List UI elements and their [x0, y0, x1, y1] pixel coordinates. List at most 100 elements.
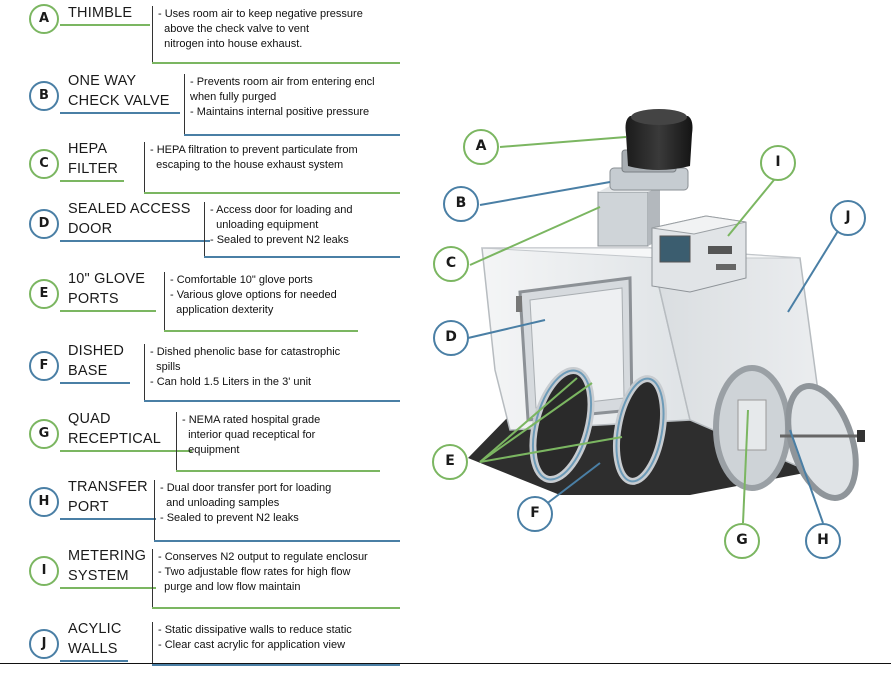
- callout-i: I: [760, 145, 796, 181]
- legend-description-line: - Static dissipative walls to reduce sta…: [158, 624, 352, 636]
- glovebox-illustration: [467, 109, 865, 524]
- legend-divider: [144, 142, 146, 192]
- legend-description-rule: [154, 540, 400, 542]
- legend-underline: [60, 587, 156, 589]
- legend-description-line: application dexterity: [170, 304, 274, 316]
- legend-description-rule: [152, 62, 400, 64]
- legend-title-line: FILTER: [68, 161, 119, 177]
- legend-divider: [184, 74, 186, 134]
- legend-description-rule: [144, 192, 400, 194]
- legend-divider: [204, 202, 206, 256]
- legend-description-line: - Maintains internal positive pressure: [190, 106, 370, 118]
- legend-description-line: - Prevents room air from entering encl: [190, 76, 375, 88]
- legend-badge: D: [29, 209, 59, 239]
- legend-divider: [152, 622, 154, 664]
- legend-description-rule: [144, 400, 400, 402]
- legend-title-line: ACYLIC: [68, 621, 122, 637]
- legend-description-line: - NEMA rated hospital grade: [182, 414, 321, 426]
- legend-description-line: - Dished phenolic base for catastrophic: [150, 346, 341, 358]
- leader-lines: [467, 136, 847, 524]
- legend-item-f: F DISHED BASE - Dished phenolic base for ca…: [0, 342, 400, 408]
- legend-underline: [60, 240, 210, 242]
- legend-underline: [60, 310, 156, 312]
- callout-a: A: [463, 129, 499, 165]
- callout-c: C: [433, 246, 469, 282]
- legend-title-line: CHECK VALVE: [68, 93, 170, 109]
- legend-badge: J: [29, 629, 59, 659]
- callout-j: J: [830, 200, 866, 236]
- legend-title-line: DOOR: [68, 221, 113, 237]
- legend-underline: [60, 24, 150, 26]
- legend-title-line: RECEPTICAL: [68, 431, 162, 447]
- legend-description-line: interior quad receptical for: [182, 429, 316, 441]
- legend-description-line: - Dual door transfer port for loading: [160, 482, 332, 494]
- legend-badge: B: [29, 81, 59, 111]
- legend-description-line: spills: [150, 361, 181, 373]
- legend-description-line: nitrogen into house exhaust.: [158, 38, 303, 50]
- legend-divider: [152, 549, 154, 607]
- glove-ports: [529, 366, 667, 485]
- legend-title-line: PORT: [68, 499, 109, 515]
- legend-title-line: SEALED ACCESS: [68, 201, 191, 217]
- legend-badge: C: [29, 149, 59, 179]
- legend-description-line: equipment: [182, 444, 240, 456]
- legend-description-line: - Can hold 1.5 Liters in the 3' unit: [150, 376, 312, 388]
- legend-description-rule: [176, 470, 380, 472]
- legend-title-line: BASE: [68, 363, 108, 379]
- callout-d: D: [433, 320, 469, 356]
- legend-divider: [144, 344, 146, 400]
- legend-title-line: HEPA: [68, 141, 108, 157]
- legend-description-rule: [164, 330, 358, 332]
- legend-badge: G: [29, 419, 59, 449]
- legend-description-rule: [184, 134, 400, 136]
- legend-description-line: unloading equipment: [210, 219, 319, 231]
- exhaust-assembly: [597, 109, 693, 247]
- legend-item-j: J ACYLIC WALLS - Static dissipative walls t…: [0, 620, 400, 686]
- legend-description-line: escaping to the house exhaust system: [150, 159, 344, 171]
- legend-title-line: METERING: [68, 548, 147, 564]
- legend-badge: I: [29, 556, 59, 586]
- legend-description-line: above the check valve to vent: [158, 23, 310, 35]
- legend-description-line: purge and low flow maintain: [158, 581, 301, 593]
- legend-title-line: DISHED: [68, 343, 124, 359]
- legend-title-line: SYSTEM: [68, 568, 129, 584]
- legend-badge: E: [29, 279, 59, 309]
- legend-description-line: - Sealed to prevent N2 leaks: [160, 512, 299, 524]
- legend-underline: [60, 112, 180, 114]
- legend-underline: [60, 382, 130, 384]
- legend-underline: [60, 180, 124, 182]
- legend-title-line: WALLS: [68, 641, 118, 657]
- legend-underline: [60, 660, 128, 662]
- legend-description-rule: [152, 607, 400, 609]
- legend-description-line: - Various glove options for needed: [170, 289, 337, 301]
- glovebox-diagram: A THIMBLE - Uses room air to keep negative…: [0, 4, 891, 666]
- legend-description-line: - Conserves N2 output to regulate enclos…: [158, 551, 368, 563]
- legend-description-rule: [152, 664, 400, 666]
- legend-title-line: PORTS: [68, 291, 119, 307]
- legend-description-line: - Two adjustable flow rates for high flo…: [158, 566, 351, 578]
- legend-divider: [176, 412, 178, 470]
- legend-title-line: TRANSFER: [68, 479, 148, 495]
- callout-e: E: [432, 444, 468, 480]
- legend-badge: F: [29, 351, 59, 381]
- legend-divider: [164, 272, 166, 330]
- legend-underline: [60, 450, 192, 452]
- legend-divider: [154, 480, 156, 540]
- callout-f: F: [517, 496, 553, 532]
- callout-h: H: [805, 523, 841, 559]
- legend-item-i: I METERING SYSTEM - Conserves N2 output to …: [0, 547, 400, 613]
- legend-description-line: - Clear cast acrylic for application vie…: [158, 639, 346, 651]
- legend-description-line: - HEPA filtration to prevent particulate…: [150, 144, 358, 156]
- legend-description-line: and unloading samples: [160, 497, 280, 509]
- legend-description-line: - Uses room air to keep negative pressur…: [158, 8, 363, 20]
- legend-badge: H: [29, 487, 59, 517]
- legend-item-c: C HEPA FILTER - HEPA filtration to prevent …: [0, 140, 400, 206]
- legend-underline: [60, 518, 156, 520]
- legend-title-line: THIMBLE: [68, 5, 133, 21]
- legend-title-line: QUAD: [68, 411, 111, 427]
- legend-title-line: 10" GLOVE: [68, 271, 146, 287]
